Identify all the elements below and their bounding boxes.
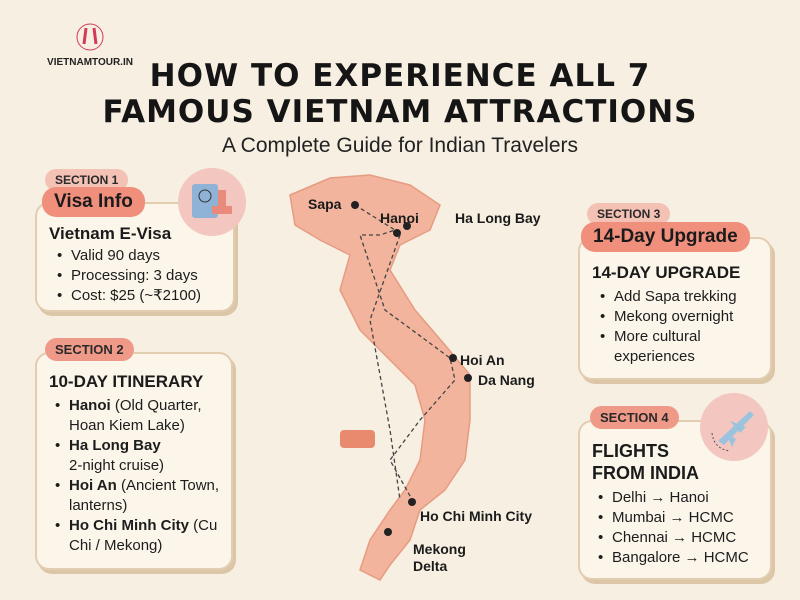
list-item: Chennai → HCMC: [598, 528, 749, 548]
section2-card: 10-DAY ITINERARY Hanoi (Old Quarter, Hoa…: [35, 352, 233, 570]
section1-title: Vietnam E-Visa: [49, 224, 172, 243]
map-label-hanoi: Hanoi: [380, 210, 419, 226]
passport-stamp-icon: [178, 168, 246, 236]
list-item: More cultural experiences: [600, 327, 765, 367]
map-label-sapa: Sapa: [308, 196, 342, 212]
list-item: Hanoi (Old Quarter, Hoan Kiem Lake): [55, 396, 230, 436]
map-label-hoi-an: Hoi An: [460, 352, 505, 368]
page-subtitle: A Complete Guide for Indian Travelers: [221, 134, 578, 157]
logo: VIETNAMTOUR.IN: [40, 22, 140, 68]
vietnam-map: [289, 174, 472, 581]
section3-label: 14-Day Upgrade: [581, 222, 750, 252]
logo-icon: [76, 23, 104, 51]
item-place: Hoi An: [69, 477, 117, 494]
section3-list: Add Sapa trekking Mekong overnight More …: [600, 287, 765, 367]
section1-label: Visa Info: [42, 187, 145, 217]
page-title-line2: FAMOUS VIETNAM ATTRACTIONS: [102, 94, 698, 130]
item-detail: 2-night cruise): [69, 457, 165, 474]
vietnam-shape: [289, 174, 471, 581]
section4-title-line1: FLIGHTS: [592, 441, 669, 461]
map-label-mekong: Mekong: [413, 541, 466, 557]
list-item: Delhi → Hanoi: [598, 488, 749, 508]
item-detail: (Old Quarter, Hoan Kiem Lake): [69, 397, 202, 434]
section1-list: Valid 90 days Processing: 3 days Cost: $…: [57, 246, 201, 306]
airplane-icon: [700, 393, 768, 461]
map-label-ha-long-bay: Ha Long Bay: [455, 210, 541, 226]
section2-tag: SECTION 2: [45, 338, 134, 361]
section4-list: Delhi → Hanoi Mumbai → HCMC Chennai → HC…: [598, 488, 749, 568]
section4-title-line2: FROM INDIA: [592, 463, 699, 483]
item-place: Ho Chi Minh City: [69, 517, 189, 534]
section2-title: 10-DAY ITINERARY: [49, 372, 204, 391]
map-label-da-nang: Da Nang: [478, 372, 535, 388]
logo-text: VIETNAMTOUR.IN: [47, 57, 133, 68]
list-item: Mumbai → HCMC: [598, 508, 749, 528]
map-label-delta: Delta: [413, 558, 448, 574]
route-line: [354, 204, 456, 506]
item-place: Hanoi: [69, 397, 111, 414]
list-item: Cost: $25 (~₹2100): [57, 286, 201, 306]
item-place: Ha Long Bay: [69, 437, 161, 454]
list-item: Valid 90 days: [57, 246, 201, 266]
item-detail: (Ancient Town, lanterns): [69, 477, 220, 514]
list-item: Add Sapa trekking: [600, 287, 765, 307]
section3-card: 14-DAY UPGRADE Add Sapa trekking Mekong …: [578, 237, 772, 380]
section1-tag: SECTION 1: [45, 169, 129, 191]
list-item: Mekong overnight: [600, 307, 765, 327]
list-item: Processing: 3 days: [57, 266, 201, 286]
section3-title: 14-DAY UPGRADE: [592, 263, 741, 282]
list-item: Ho Chi Minh City (Cu Chi / Mekong): [55, 516, 230, 556]
page-title-line1: HOW TO EXPERIENCE ALL 7: [149, 58, 651, 94]
list-item: Ha Long Bay 2-night cruise): [55, 436, 230, 476]
map-label-ho-chi-minh-city: Ho Chi Minh City: [420, 508, 532, 524]
list-item: Bangalore → HCMC: [598, 548, 749, 568]
item-detail: (Cu Chi / Mekong): [69, 517, 218, 554]
list-item: Hoi An (Ancient Town, lanterns): [55, 476, 230, 516]
section4-tag: SECTION 4: [590, 406, 679, 429]
section3-tag: SECTION 3: [587, 203, 671, 225]
section2-list: Hanoi (Old Quarter, Hoan Kiem Lake) Ha L…: [55, 396, 230, 556]
